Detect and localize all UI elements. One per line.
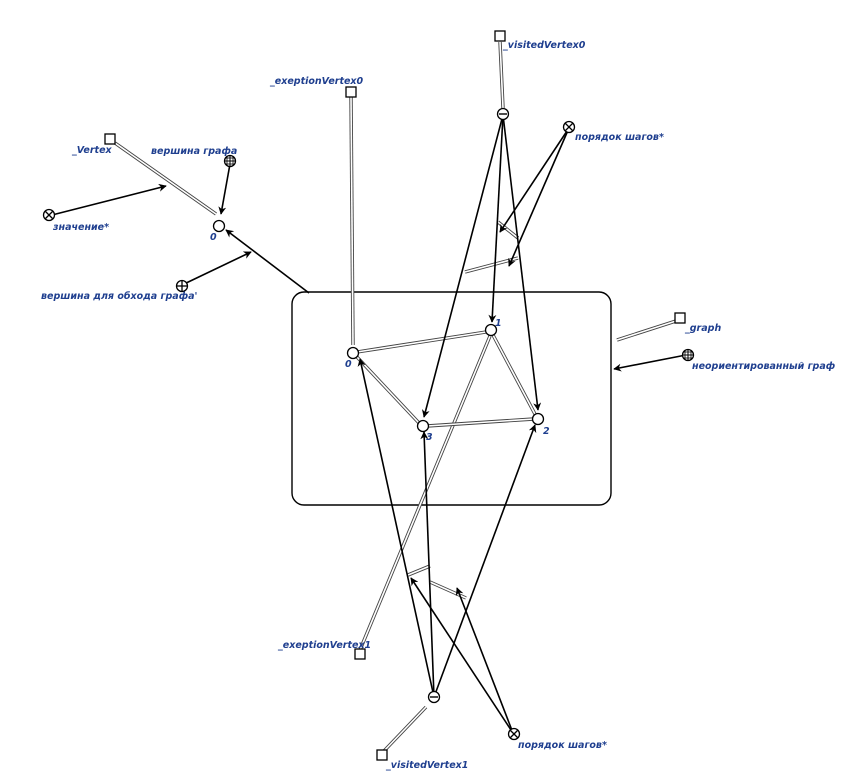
value-role-label: значение* [52, 222, 109, 233]
arc-steporder-top-b [508, 127, 570, 267]
graph-vertex-3 [416, 419, 430, 433]
graph-vertex-0-number: 0 [345, 359, 352, 370]
exception-vertex0-label: _exeptionVertex0 [269, 76, 364, 87]
graph-vertex-1 [484, 323, 498, 337]
arc-steporder-top-a [499, 127, 570, 233]
visited1-set-node [427, 690, 441, 704]
visited0-set-node [496, 107, 510, 121]
vertex-square-node [104, 133, 116, 145]
arc-visited1-to-v2 [433, 424, 537, 698]
arc-visited1-to-v3 [420, 431, 435, 698]
graph-vertex-3-number: 3 [426, 432, 433, 443]
visited-vertex0-label: _visitedVertex0 [502, 40, 586, 51]
arc-steporder-bottom-a [410, 577, 514, 734]
undirected-graph-label: неориентированный граф [692, 361, 835, 372]
visited1-square-node [376, 749, 388, 761]
vertex-class-icon [223, 154, 237, 168]
arc-value-to-role [51, 183, 167, 216]
steporder-bottom-relation-icon [507, 727, 521, 741]
visited0-square-node [494, 30, 506, 42]
labels: _Vertex вершина графа значение* вершина … [41, 40, 835, 771]
outer-vertex-number: 0 [210, 232, 217, 243]
graph-vertex-2-number: 2 [543, 426, 550, 437]
arc-traversal-vertex [181, 251, 252, 286]
vertex-role-label: вершина графа [151, 146, 237, 157]
exception-vertex1-label: _exeptionVertex1 [277, 640, 371, 651]
nodes [42, 30, 695, 761]
graph-structure-frame [291, 291, 612, 506]
arc-frame-to-vertex [225, 229, 310, 294]
graph-vertex-1-number: 1 [495, 318, 502, 329]
exception0-square-node [345, 86, 357, 98]
graph-vertex-0 [346, 346, 360, 360]
graph-vertex-2 [531, 412, 545, 426]
outer-vertex-node [212, 219, 226, 233]
value-relation-icon [42, 208, 56, 222]
arc-undirected-to-frame [613, 354, 687, 372]
traversal-vertex-label: вершина для обхода графа' [41, 291, 197, 302]
step-order-top-label: порядок шагов* [575, 132, 664, 143]
graph-label: _graph [684, 323, 721, 334]
step-order-bottom-label: порядок шагов* [518, 740, 607, 751]
undirected-graph-class-icon [681, 348, 695, 362]
arc-visited1-to-v0 [357, 358, 435, 698]
vertex-label: _Vertex [71, 145, 113, 156]
steporder-top-relation-icon [562, 120, 576, 134]
arcs [51, 114, 687, 734]
arc-visited0-to-v2 [502, 114, 542, 411]
traversal-role-icon [175, 279, 189, 293]
arc-steporder-bottom-b [455, 587, 514, 734]
arc-visited0-to-v1 [488, 114, 504, 323]
visited-vertex1-label: _visitedVertex1 [385, 760, 468, 771]
arc-visited0-to-v3 [421, 114, 504, 418]
graph-square-node [674, 312, 686, 324]
exception1-square-node [354, 648, 366, 660]
arc-vertex-role [218, 163, 231, 215]
